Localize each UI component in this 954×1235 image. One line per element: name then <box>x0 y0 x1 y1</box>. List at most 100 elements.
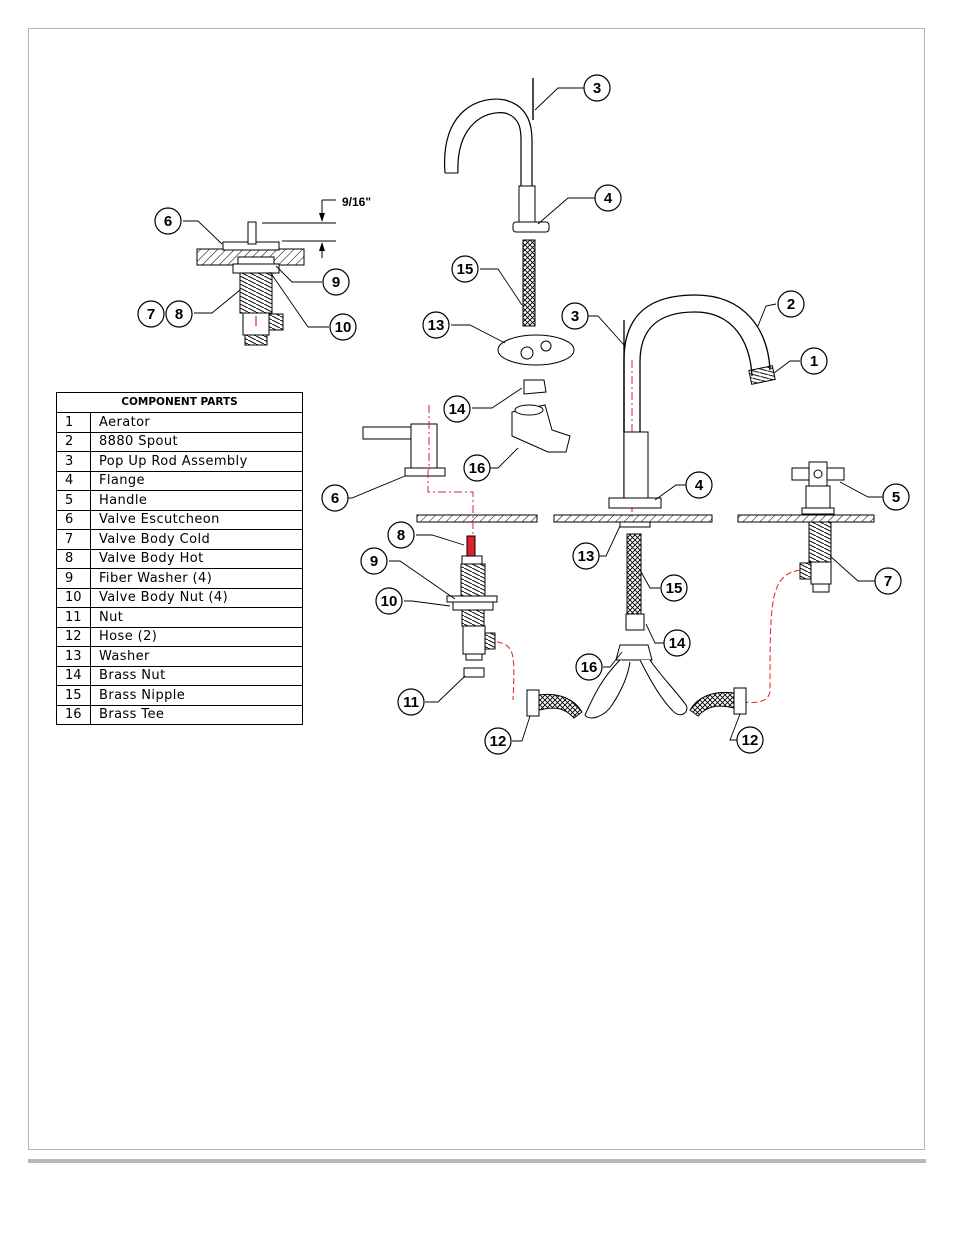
cold-bottom-tip <box>812 583 830 593</box>
cold-counter-section <box>737 514 875 523</box>
callout-circle <box>777 290 805 318</box>
spout-main-body <box>623 431 649 499</box>
hot-handle-body <box>410 423 438 469</box>
dimension-label: 9/16" <box>342 195 371 209</box>
part-name: Hose (2) <box>90 626 303 647</box>
dim-arrowhead-top <box>319 213 325 222</box>
spout-upper-flange <box>512 221 550 233</box>
part-number: 1 <box>56 412 91 433</box>
part-name: Brass Nipple <box>90 685 303 706</box>
part-name: Washer <box>90 646 303 667</box>
part-name: 8880 Spout <box>90 431 303 452</box>
callout-number: 1 <box>810 353 818 370</box>
callout-number: 7 <box>147 306 155 323</box>
cold-side-outlet <box>799 562 812 580</box>
callout-number: 13 <box>578 548 595 565</box>
page-frame <box>28 28 925 1150</box>
center-brass-nipple <box>626 533 642 615</box>
hot-escutcheon <box>404 467 446 477</box>
spout-main-inner <box>639 311 753 432</box>
part-number: 15 <box>56 685 91 706</box>
callout-circle <box>329 313 357 341</box>
center-washer <box>619 521 651 528</box>
part-number: 10 <box>56 587 91 608</box>
callout-circle <box>137 300 165 328</box>
table-header-row: COMPONENT PARTS <box>56 392 303 413</box>
callout-number: 11 <box>403 694 419 711</box>
part-number: 6 <box>56 509 91 530</box>
callout-circle <box>663 629 691 657</box>
callout-number: 10 <box>335 319 352 336</box>
center-brass-nut <box>625 613 645 631</box>
callout-number: 10 <box>381 593 398 610</box>
callout-circle <box>360 547 388 575</box>
detail-view: 9/16" <box>196 195 371 346</box>
washer-13-hole-b <box>540 340 552 352</box>
part-name: Flange <box>90 470 303 491</box>
callout-circle <box>322 268 350 296</box>
detail-stem <box>247 221 257 245</box>
washer-13-plate <box>497 334 575 366</box>
part-number: 11 <box>56 607 91 628</box>
brass-tee-upper-top <box>514 404 544 416</box>
callout-number: 14 <box>449 401 466 418</box>
cold-escutcheon <box>805 485 831 509</box>
brass-nipple-upper <box>522 239 536 327</box>
table-header: COMPONENT PARTS <box>56 392 303 413</box>
part-name: Aerator <box>90 412 303 433</box>
callout-number: 12 <box>490 733 507 750</box>
part-name: Brass Tee <box>90 704 303 725</box>
callout-circle <box>685 471 713 499</box>
center-hose-right <box>639 659 688 716</box>
callout-circle <box>397 688 425 716</box>
part-number: 16 <box>56 704 91 725</box>
callout-number: 8 <box>397 527 405 544</box>
part-number: 2 <box>56 431 91 452</box>
spout-upper-outer <box>444 98 533 186</box>
hose-right-braid <box>689 691 735 717</box>
callout-circle <box>154 207 182 235</box>
hot-stem <box>466 535 476 557</box>
callout-number: 13 <box>428 317 445 334</box>
callout-number: 16 <box>469 460 486 477</box>
callout-circle <box>594 184 622 212</box>
hose-left-fitting <box>526 689 540 717</box>
part-name: Valve Body Nut (4) <box>90 587 303 608</box>
spout-installed <box>553 294 776 719</box>
hot-valve-block <box>462 625 486 655</box>
cold-valve-assembly <box>737 461 875 703</box>
spout-upper-body <box>518 185 536 223</box>
detail-side-outlet <box>268 313 284 331</box>
callout-number: 2 <box>787 296 795 313</box>
center-counter-section <box>553 514 713 523</box>
callout-number: 5 <box>892 489 900 506</box>
callout-circle <box>561 302 589 330</box>
part-name: Valve Body Cold <box>90 529 303 550</box>
hot-hose-dash <box>496 641 515 701</box>
hot-nut-11 <box>463 667 485 678</box>
callout-number: 4 <box>695 477 704 494</box>
callout-circle <box>572 542 600 570</box>
callout-circle <box>736 726 764 754</box>
hot-valve-nut <box>452 601 494 611</box>
callout-number: 12 <box>742 732 759 749</box>
detail-bottom-thread <box>244 334 268 346</box>
cold-handle-button <box>813 469 823 479</box>
hot-centerline <box>427 470 474 536</box>
hot-side-outlet <box>484 632 496 650</box>
part-number: 13 <box>56 646 91 667</box>
part-name: Pop Up Rod Assembly <box>90 451 303 472</box>
spout-main-flange <box>608 497 662 509</box>
hose-right-fitting <box>733 687 747 715</box>
